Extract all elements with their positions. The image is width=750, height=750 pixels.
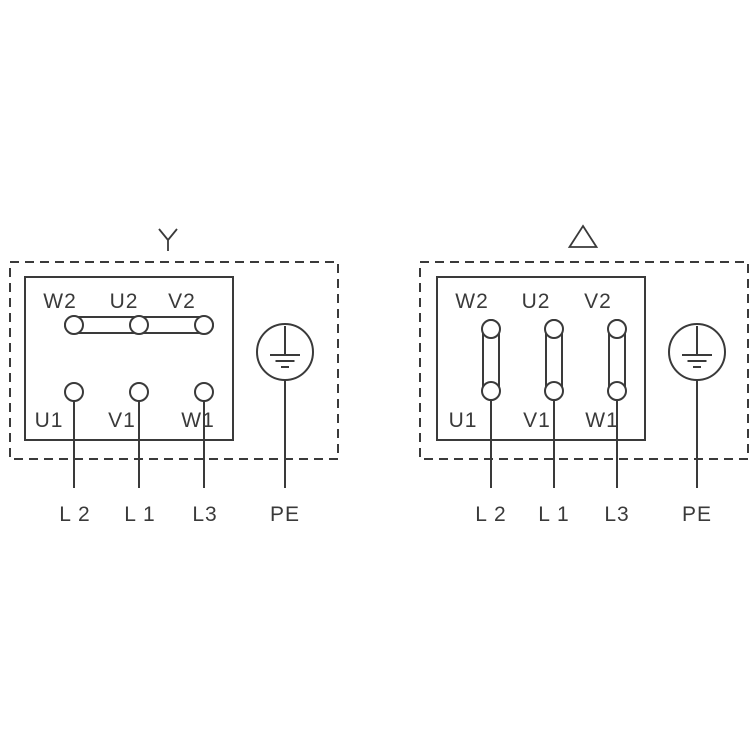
star-terminal-v1 (129, 382, 149, 402)
star-symbol-icon (158, 228, 178, 251)
star-terminal-w2 (64, 315, 84, 335)
star-terminal-label-w2: W2 (43, 290, 77, 313)
delta-terminal-label-v1: V1 (523, 409, 551, 432)
star-terminal-block (24, 276, 234, 441)
delta-terminal-label-u1: U1 (449, 409, 478, 432)
delta-terminal-v1 (544, 381, 564, 401)
delta-terminal-block (436, 276, 646, 441)
delta-symbol-icon (567, 224, 599, 248)
star-terminal-label-u1: U1 (35, 409, 64, 432)
star-terminal-label-v2: V2 (168, 290, 196, 313)
star-terminal-w1 (194, 382, 214, 402)
delta-phase-label-l1: L 1 (538, 503, 569, 526)
delta-terminal-label-w1: W1 (585, 409, 619, 432)
star-terminal-label-w1: W1 (181, 409, 215, 432)
star-terminal-u1 (64, 382, 84, 402)
delta-terminal-u1 (481, 381, 501, 401)
delta-terminal-w1 (607, 381, 627, 401)
star-phase-label-l1: L 1 (124, 503, 155, 526)
delta-terminal-v2 (607, 319, 627, 339)
delta-pe-earth-glyph (682, 326, 712, 368)
star-phase-label-l3: L3 (192, 503, 217, 526)
delta-phase-label-l3: L3 (604, 503, 629, 526)
star-terminal-label-v1: V1 (108, 409, 136, 432)
delta-terminal-label-v2: V2 (584, 290, 612, 313)
delta-connection-diagram: W2 U2 V2 U1 V1 W1 L 2 L 1 (419, 224, 749, 526)
delta-terminal-label-u2: U2 (522, 290, 551, 313)
delta-enclosure-outline (419, 261, 749, 460)
star-connection-diagram: W2 U2 V2 U1 V1 W1 L 2 L 1 L3 (9, 228, 339, 526)
delta-terminal-u2 (544, 319, 564, 339)
delta-pe-label: PE (682, 503, 712, 526)
star-phase-label-l2: L 2 (59, 503, 90, 526)
star-terminal-label-u2: U2 (110, 290, 139, 313)
star-pe-label: PE (270, 503, 300, 526)
delta-phase-label-l2: L 2 (475, 503, 506, 526)
star-terminal-u2 (129, 315, 149, 335)
star-pe-earth-glyph (270, 326, 300, 368)
star-terminal-v2 (194, 315, 214, 335)
star-enclosure-outline (9, 261, 339, 460)
delta-terminal-label-w2: W2 (455, 290, 489, 313)
delta-terminal-w2 (481, 319, 501, 339)
